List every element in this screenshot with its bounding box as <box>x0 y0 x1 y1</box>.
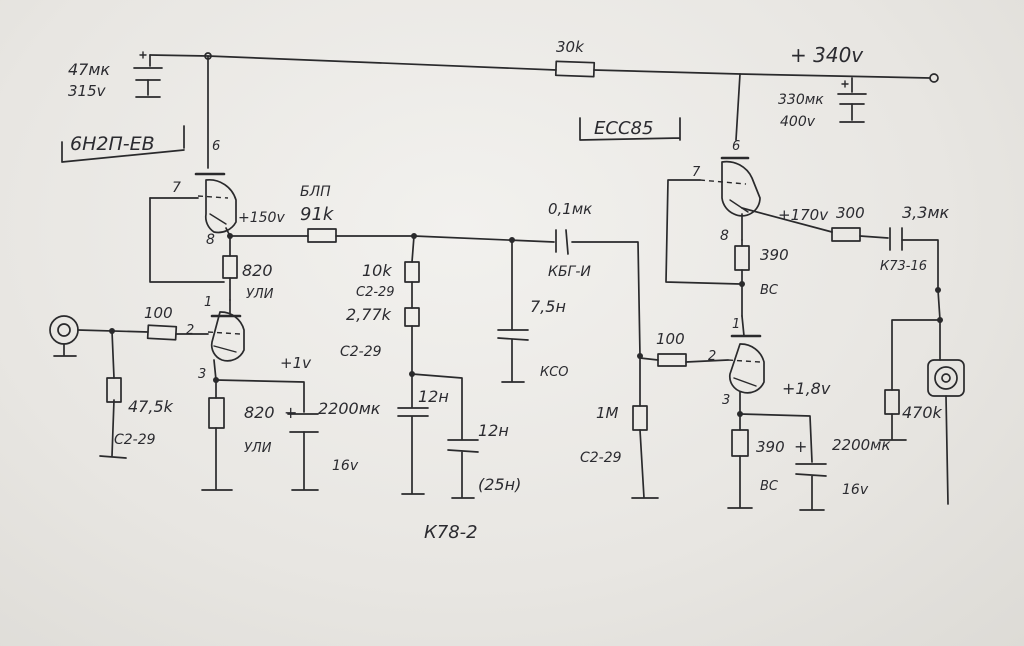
label-470k: 470k <box>902 403 943 422</box>
capacitor-7n5 <box>497 239 529 383</box>
label-plus1v: +1v <box>280 354 312 372</box>
label-2200mk-b: 2200мк <box>832 436 891 454</box>
label-pin2-tube2: 2 <box>708 349 716 364</box>
label-390-top: 390 <box>760 246 789 264</box>
tube2-lower-triode <box>727 315 765 415</box>
label-pin1-tube1: 1 <box>204 295 212 310</box>
resistor-2k77 <box>404 307 420 327</box>
label-820-top-type: УЛИ <box>246 287 274 302</box>
label-1m-type: C2-29 <box>580 450 622 466</box>
label-pin6-tube2: 6 <box>732 139 740 154</box>
output-network <box>831 227 965 505</box>
label-pin3-tube2: 3 <box>722 393 730 408</box>
label-pin6-tube1: 6 <box>212 139 220 154</box>
resistor-30k <box>554 60 596 78</box>
label-7n5-type: КСО <box>540 365 569 380</box>
riaa-network <box>397 235 479 499</box>
label-100-b: 100 <box>656 330 685 348</box>
label-47mk: 47мк <box>68 60 110 79</box>
capacitor-330mk <box>837 77 867 123</box>
label-47k5: 47,5k <box>128 397 174 416</box>
label-2200mk-b-voltage: 16v <box>842 482 869 498</box>
tube1-label-box <box>61 125 185 163</box>
label-pin8-tube2: 8 <box>720 228 729 244</box>
label-tube2-type: ECC85 <box>594 118 653 139</box>
label-820-cathode-type: УЛИ <box>244 441 272 456</box>
label-100-input: 100 <box>144 304 173 322</box>
tube1-lower-triode <box>207 299 245 399</box>
label-2k77: 2,77k <box>346 305 392 324</box>
resistor-1m <box>632 405 648 431</box>
label-2200mk-a-voltage: 16v <box>332 458 359 474</box>
tube1-upper-triode <box>149 55 237 283</box>
label-polarity-a: + <box>284 403 297 422</box>
label-10k: 10k <box>362 261 392 280</box>
input-jack <box>49 315 209 357</box>
capacitor-01mk <box>555 229 569 255</box>
label-2k77-type: C2-29 <box>340 344 382 360</box>
label-25n: (25н) <box>478 475 521 494</box>
label-k78-2: К78-2 <box>424 522 478 543</box>
label-10k-type: C2-29 <box>356 285 395 300</box>
capacitor-47mk <box>133 51 163 98</box>
label-91k-type: БЛП <box>300 184 331 200</box>
resistor-820-top <box>222 255 238 279</box>
label-plus170v: +170v <box>778 206 829 224</box>
supply-terminal <box>929 73 939 83</box>
label-47mk-voltage: 315v <box>68 82 107 100</box>
label-1m: 1M <box>596 404 619 422</box>
resistor-91k <box>307 228 337 243</box>
resistor-100-input <box>146 324 178 341</box>
label-3-3mk: 3,3мк <box>902 203 950 222</box>
label-390-top-type: ВС <box>760 283 779 298</box>
label-01mk-type: КБГ-И <box>548 264 591 280</box>
resistor-10k <box>404 261 420 283</box>
label-330mk-voltage: 400v <box>780 114 816 130</box>
label-2200mk-a: 2200мк <box>318 399 381 418</box>
cathode-network-1 <box>201 377 319 491</box>
label-01mk: 0,1мк <box>548 200 592 218</box>
label-390-cathode: 390 <box>756 438 785 456</box>
label-pin8-tube1: 8 <box>206 232 215 248</box>
label-pin1-tube2: 1 <box>732 317 740 332</box>
tube2-upper-triode <box>665 73 833 287</box>
label-k73-16: К73-16 <box>880 259 927 274</box>
signal-path <box>229 233 641 357</box>
cathode-network-2 <box>727 411 827 511</box>
resistor-100-b <box>657 353 687 367</box>
label-820-cathode: 820 <box>244 403 275 422</box>
label-plus150v: +150v <box>238 210 285 226</box>
label-pin3-tube1: 3 <box>198 367 206 382</box>
label-12n-b: 12н <box>478 421 509 440</box>
label-tube1-type: 6Н2П-ЕВ <box>70 133 155 155</box>
label-300: 300 <box>836 204 865 222</box>
resistor-300 <box>831 227 861 242</box>
label-330mk: 330мк <box>778 92 824 108</box>
resistor-390-cathode <box>731 429 749 457</box>
label-820-top: 820 <box>242 261 273 280</box>
label-pin7-tube1: 7 <box>172 180 181 196</box>
label-30k: 30k <box>556 38 585 56</box>
resistor-470k <box>884 389 900 415</box>
grid-network-2 <box>631 353 729 499</box>
label-polarity-b: + <box>794 437 807 456</box>
label-91k: 91k <box>300 204 335 225</box>
label-47k5-type: C2-29 <box>114 432 156 448</box>
label-plus1-8v: +1,8v <box>782 379 831 398</box>
label-pin2-tube1: 2 <box>186 323 194 338</box>
tube2-label-box <box>579 117 681 141</box>
resistor-390-top <box>734 245 750 271</box>
resistor-820-cathode <box>208 397 225 429</box>
label-pin7-tube2: 7 <box>692 165 701 180</box>
label-390-cathode-type: ВС <box>760 479 779 494</box>
label-7n5: 7,5н <box>530 297 566 316</box>
label-supply-voltage: + 340v <box>790 43 864 67</box>
label-12n-a: 12н <box>418 387 449 406</box>
resistor-47k5 <box>106 377 122 403</box>
